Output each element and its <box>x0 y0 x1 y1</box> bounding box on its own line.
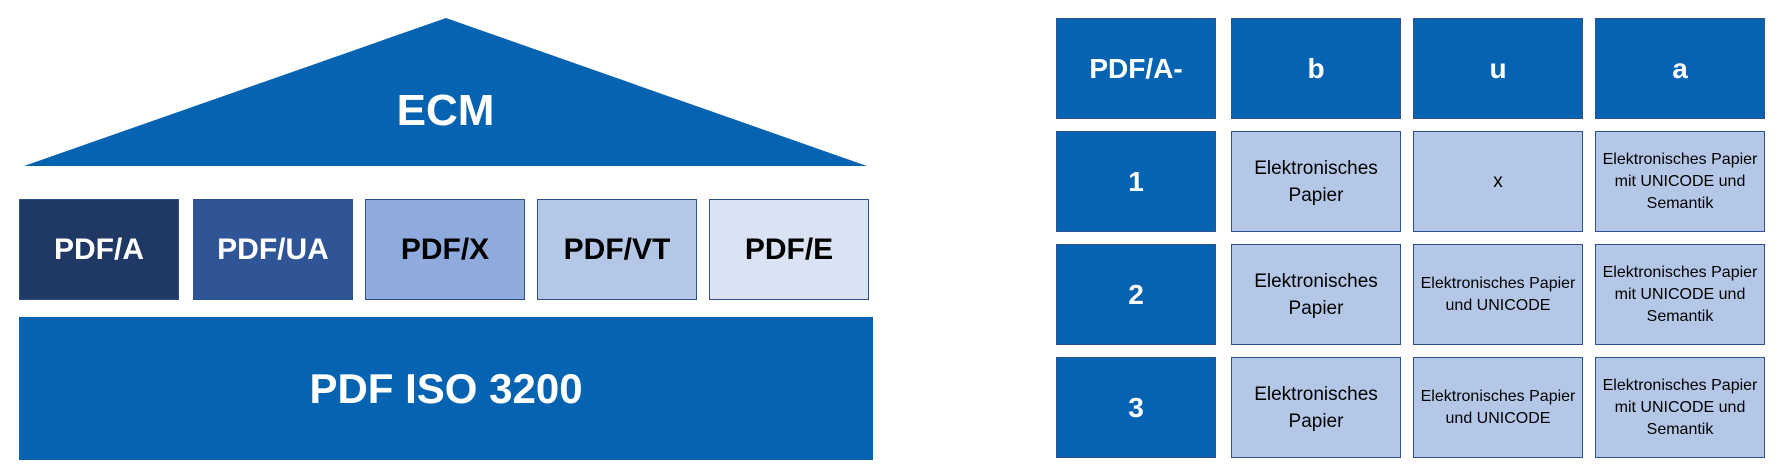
standard-box-pdf-e: PDF/E <box>709 199 869 300</box>
table-cell: Elektronisches Papier <box>1231 244 1401 345</box>
column-header-u: u <box>1413 18 1583 119</box>
row-header-3: 3 <box>1056 357 1216 458</box>
roof-triangle <box>24 18 867 166</box>
table-corner-header: PDF/A- <box>1056 18 1216 119</box>
standard-box-pdf-vt: PDF/VT <box>537 199 697 300</box>
table-cell: Elektronisches Papier <box>1231 357 1401 458</box>
standard-box-pdf-ua: PDF/UA <box>193 199 353 300</box>
foundation-bar: PDF ISO 3200 <box>19 317 873 460</box>
roof-label: ECM <box>396 86 495 135</box>
standard-box-pdf-a: PDF/A <box>19 199 179 300</box>
table-cell: Elektronisches Papier mit UNICODE und Se… <box>1595 131 1765 232</box>
pdf-standards-house: ECM PDF/A PDF/UA PDF/X PDF/VT PDF/E PDF … <box>19 18 873 460</box>
table-cell: Elektronisches Papier mit UNICODE und Se… <box>1595 357 1765 458</box>
table-cell: Elektronisches Papier und UNICODE <box>1413 357 1583 458</box>
column-header-b: b <box>1231 18 1401 119</box>
row-header-1: 1 <box>1056 131 1216 232</box>
standard-box-pdf-x: PDF/X <box>365 199 525 300</box>
column-header-a: a <box>1595 18 1765 119</box>
table-cell: Elektronisches Papier <box>1231 131 1401 232</box>
table-cell: x <box>1413 131 1583 232</box>
table-cell: Elektronisches Papier mit UNICODE und Se… <box>1595 244 1765 345</box>
row-header-2: 2 <box>1056 244 1216 345</box>
table-cell: Elektronisches Papier und UNICODE <box>1413 244 1583 345</box>
